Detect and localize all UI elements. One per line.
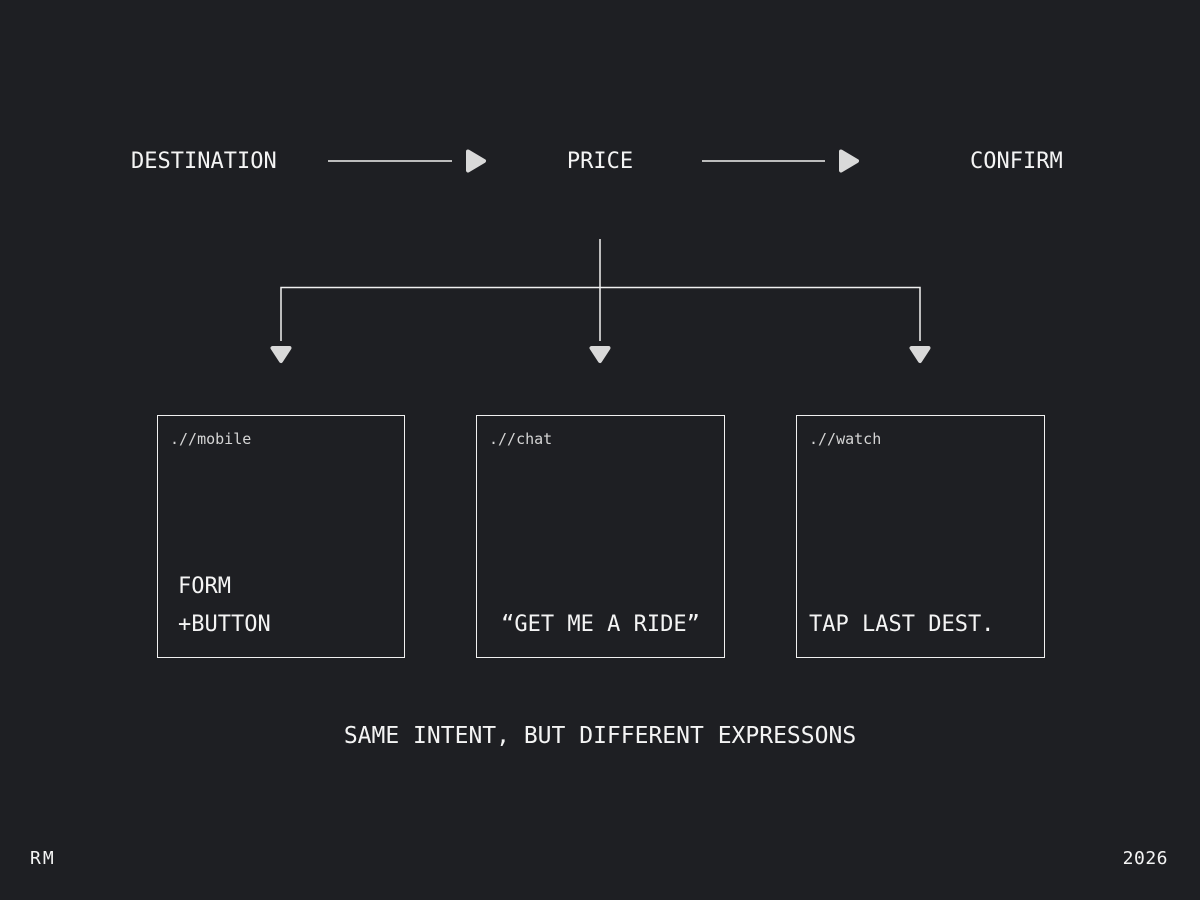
device-box-chat: .//chat “GET ME A RIDE” — [476, 415, 725, 658]
caption: SAME INTENT, BUT DIFFERENT EXPRESSONS — [343, 723, 857, 749]
box-line: +BUTTON — [178, 612, 271, 637]
device-box-watch: .//watch TAP LAST DEST. — [796, 415, 1045, 658]
arrow-head — [466, 149, 486, 173]
device-box-mobile: .//mobile FORM +BUTTON — [157, 415, 405, 658]
box-line: FORM — [178, 574, 231, 599]
branch-connector — [270, 239, 931, 363]
box-content-watch: TAP LAST DEST. — [809, 606, 994, 644]
box-content-mobile: FORM +BUTTON — [178, 568, 271, 644]
connector-branch-line — [280, 286, 921, 341]
box-tag-watch: .//watch — [809, 430, 882, 448]
box-content-chat: “GET ME A RIDE” — [477, 606, 724, 644]
flow-step-price: PRICE — [566, 149, 634, 174]
box-line: TAP LAST DEST. — [809, 612, 995, 637]
flow-step-confirm: CONFIRM — [970, 149, 1063, 174]
triangle-down-icon — [909, 346, 931, 363]
triangle-down-icon — [589, 346, 611, 363]
footer-author: RM — [30, 848, 56, 869]
box-tag-chat: .//chat — [489, 430, 553, 448]
triangle-down-icon — [270, 346, 292, 363]
box-tag-mobile: .//mobile — [170, 430, 252, 448]
flow-step-destination: DESTINATION — [131, 149, 277, 174]
triangle-right-icon — [702, 149, 859, 173]
box-line: “GET ME A RIDE” — [501, 612, 700, 637]
arrow-head — [839, 149, 859, 173]
triangle-right-icon — [328, 149, 486, 173]
footer-year: 2026 — [1122, 848, 1168, 869]
